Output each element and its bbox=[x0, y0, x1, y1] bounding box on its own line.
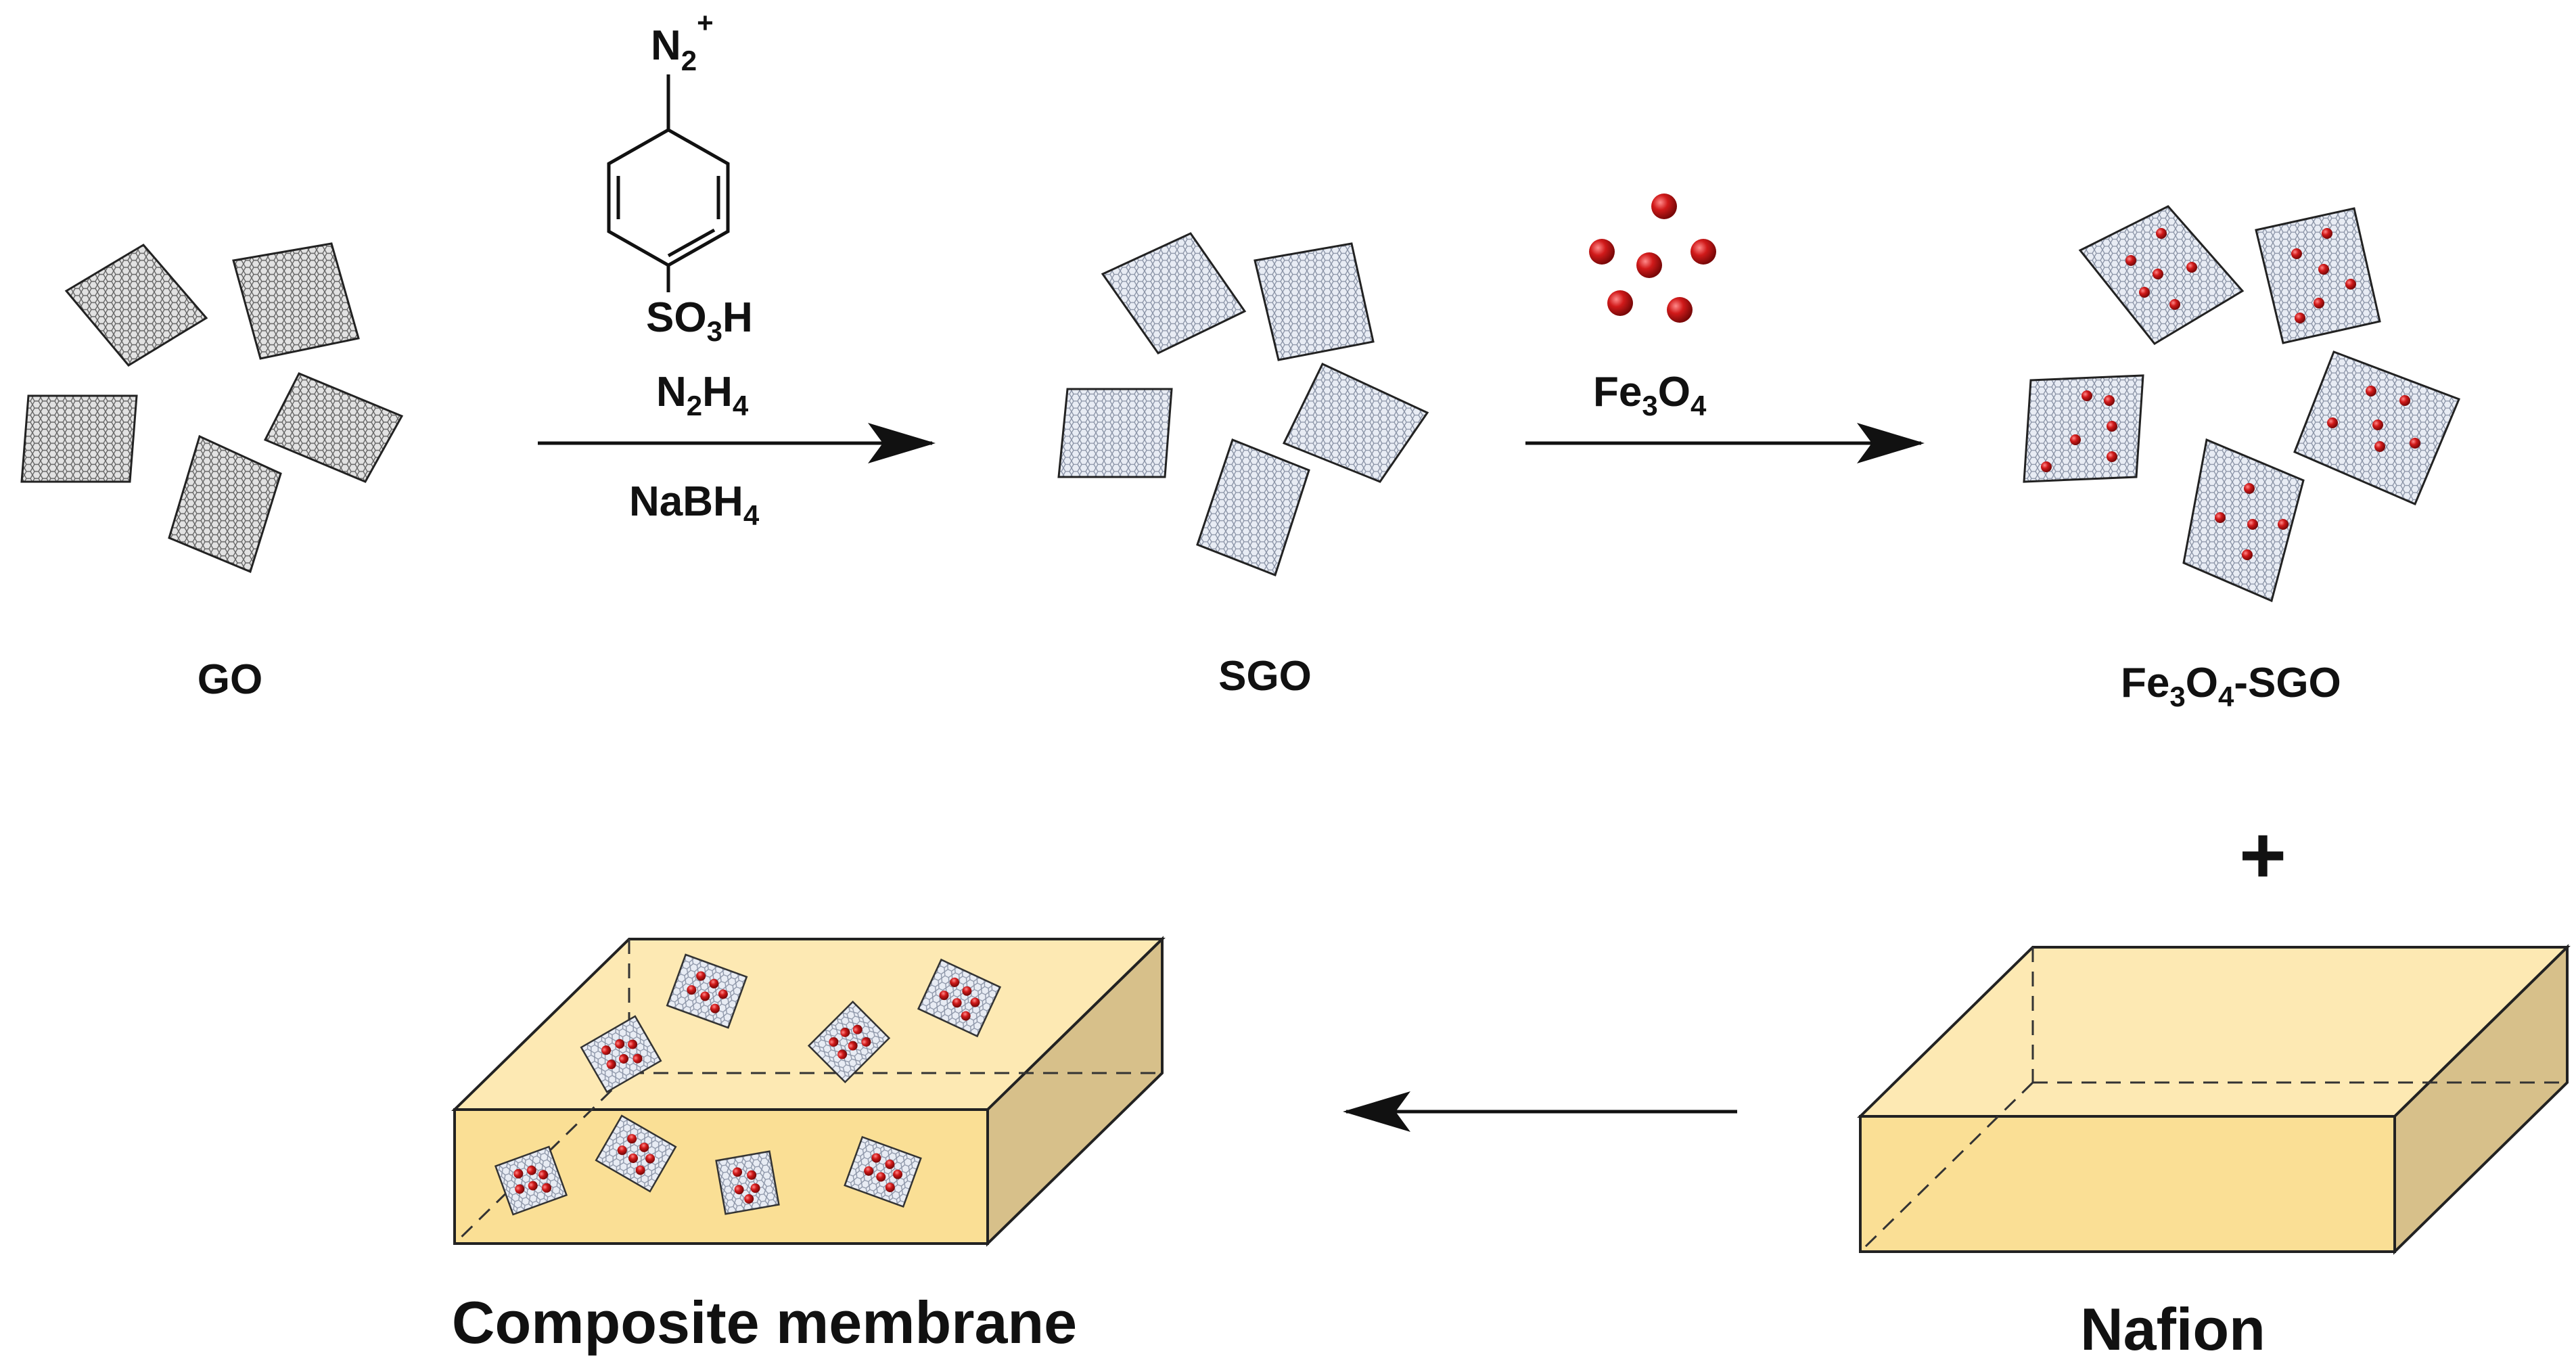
nafion-block bbox=[1857, 944, 2571, 1255]
nafion-label: Nafion bbox=[2080, 1296, 2266, 1363]
sgo-sheet bbox=[1101, 232, 1247, 355]
hydrazine-label: N2H4 bbox=[656, 369, 749, 422]
borohydride-label: NaBH4 bbox=[629, 478, 760, 531]
go-sheets bbox=[20, 242, 404, 574]
go-sheet bbox=[232, 242, 360, 360]
plus-sign: + bbox=[2239, 810, 2286, 901]
sgo-sheet bbox=[1254, 242, 1375, 361]
fe3o4-sgo-label: Fe3O4-SGO bbox=[2121, 660, 2341, 712]
composite-membrane-block bbox=[451, 936, 1166, 1247]
sgo-sheets bbox=[1057, 232, 1429, 576]
sgo-sheet bbox=[1282, 363, 1429, 483]
fe3o4-sgo-sheet bbox=[2255, 207, 2381, 344]
sgo-sheet bbox=[1196, 438, 1310, 576]
go-sheet bbox=[168, 434, 282, 574]
sgo-label: SGO bbox=[1218, 653, 1312, 700]
sgo-sheet bbox=[1057, 388, 1173, 478]
go-label: GO bbox=[198, 656, 262, 703]
magnetite-label: Fe3O4 bbox=[1593, 369, 1707, 422]
sulfonic-acid-label: SO3H bbox=[646, 294, 753, 347]
embedded-fe3o4-sgo-sheets bbox=[494, 953, 1002, 1216]
fe3o4-sgo-sheet bbox=[2182, 438, 2305, 603]
composite-membrane-label: Composite membrane bbox=[452, 1289, 1077, 1356]
fe3o4-nanoparticles bbox=[1589, 193, 1716, 323]
go-sheet bbox=[263, 372, 404, 483]
go-sheet bbox=[20, 394, 138, 483]
fe3o4-sgo-sheets bbox=[2023, 205, 2460, 603]
diazonium-structure bbox=[607, 74, 730, 292]
diazonium-label: N2+ bbox=[651, 7, 714, 76]
nanoparticles-on-sheets bbox=[2041, 228, 2420, 560]
go-sheet bbox=[64, 244, 208, 367]
